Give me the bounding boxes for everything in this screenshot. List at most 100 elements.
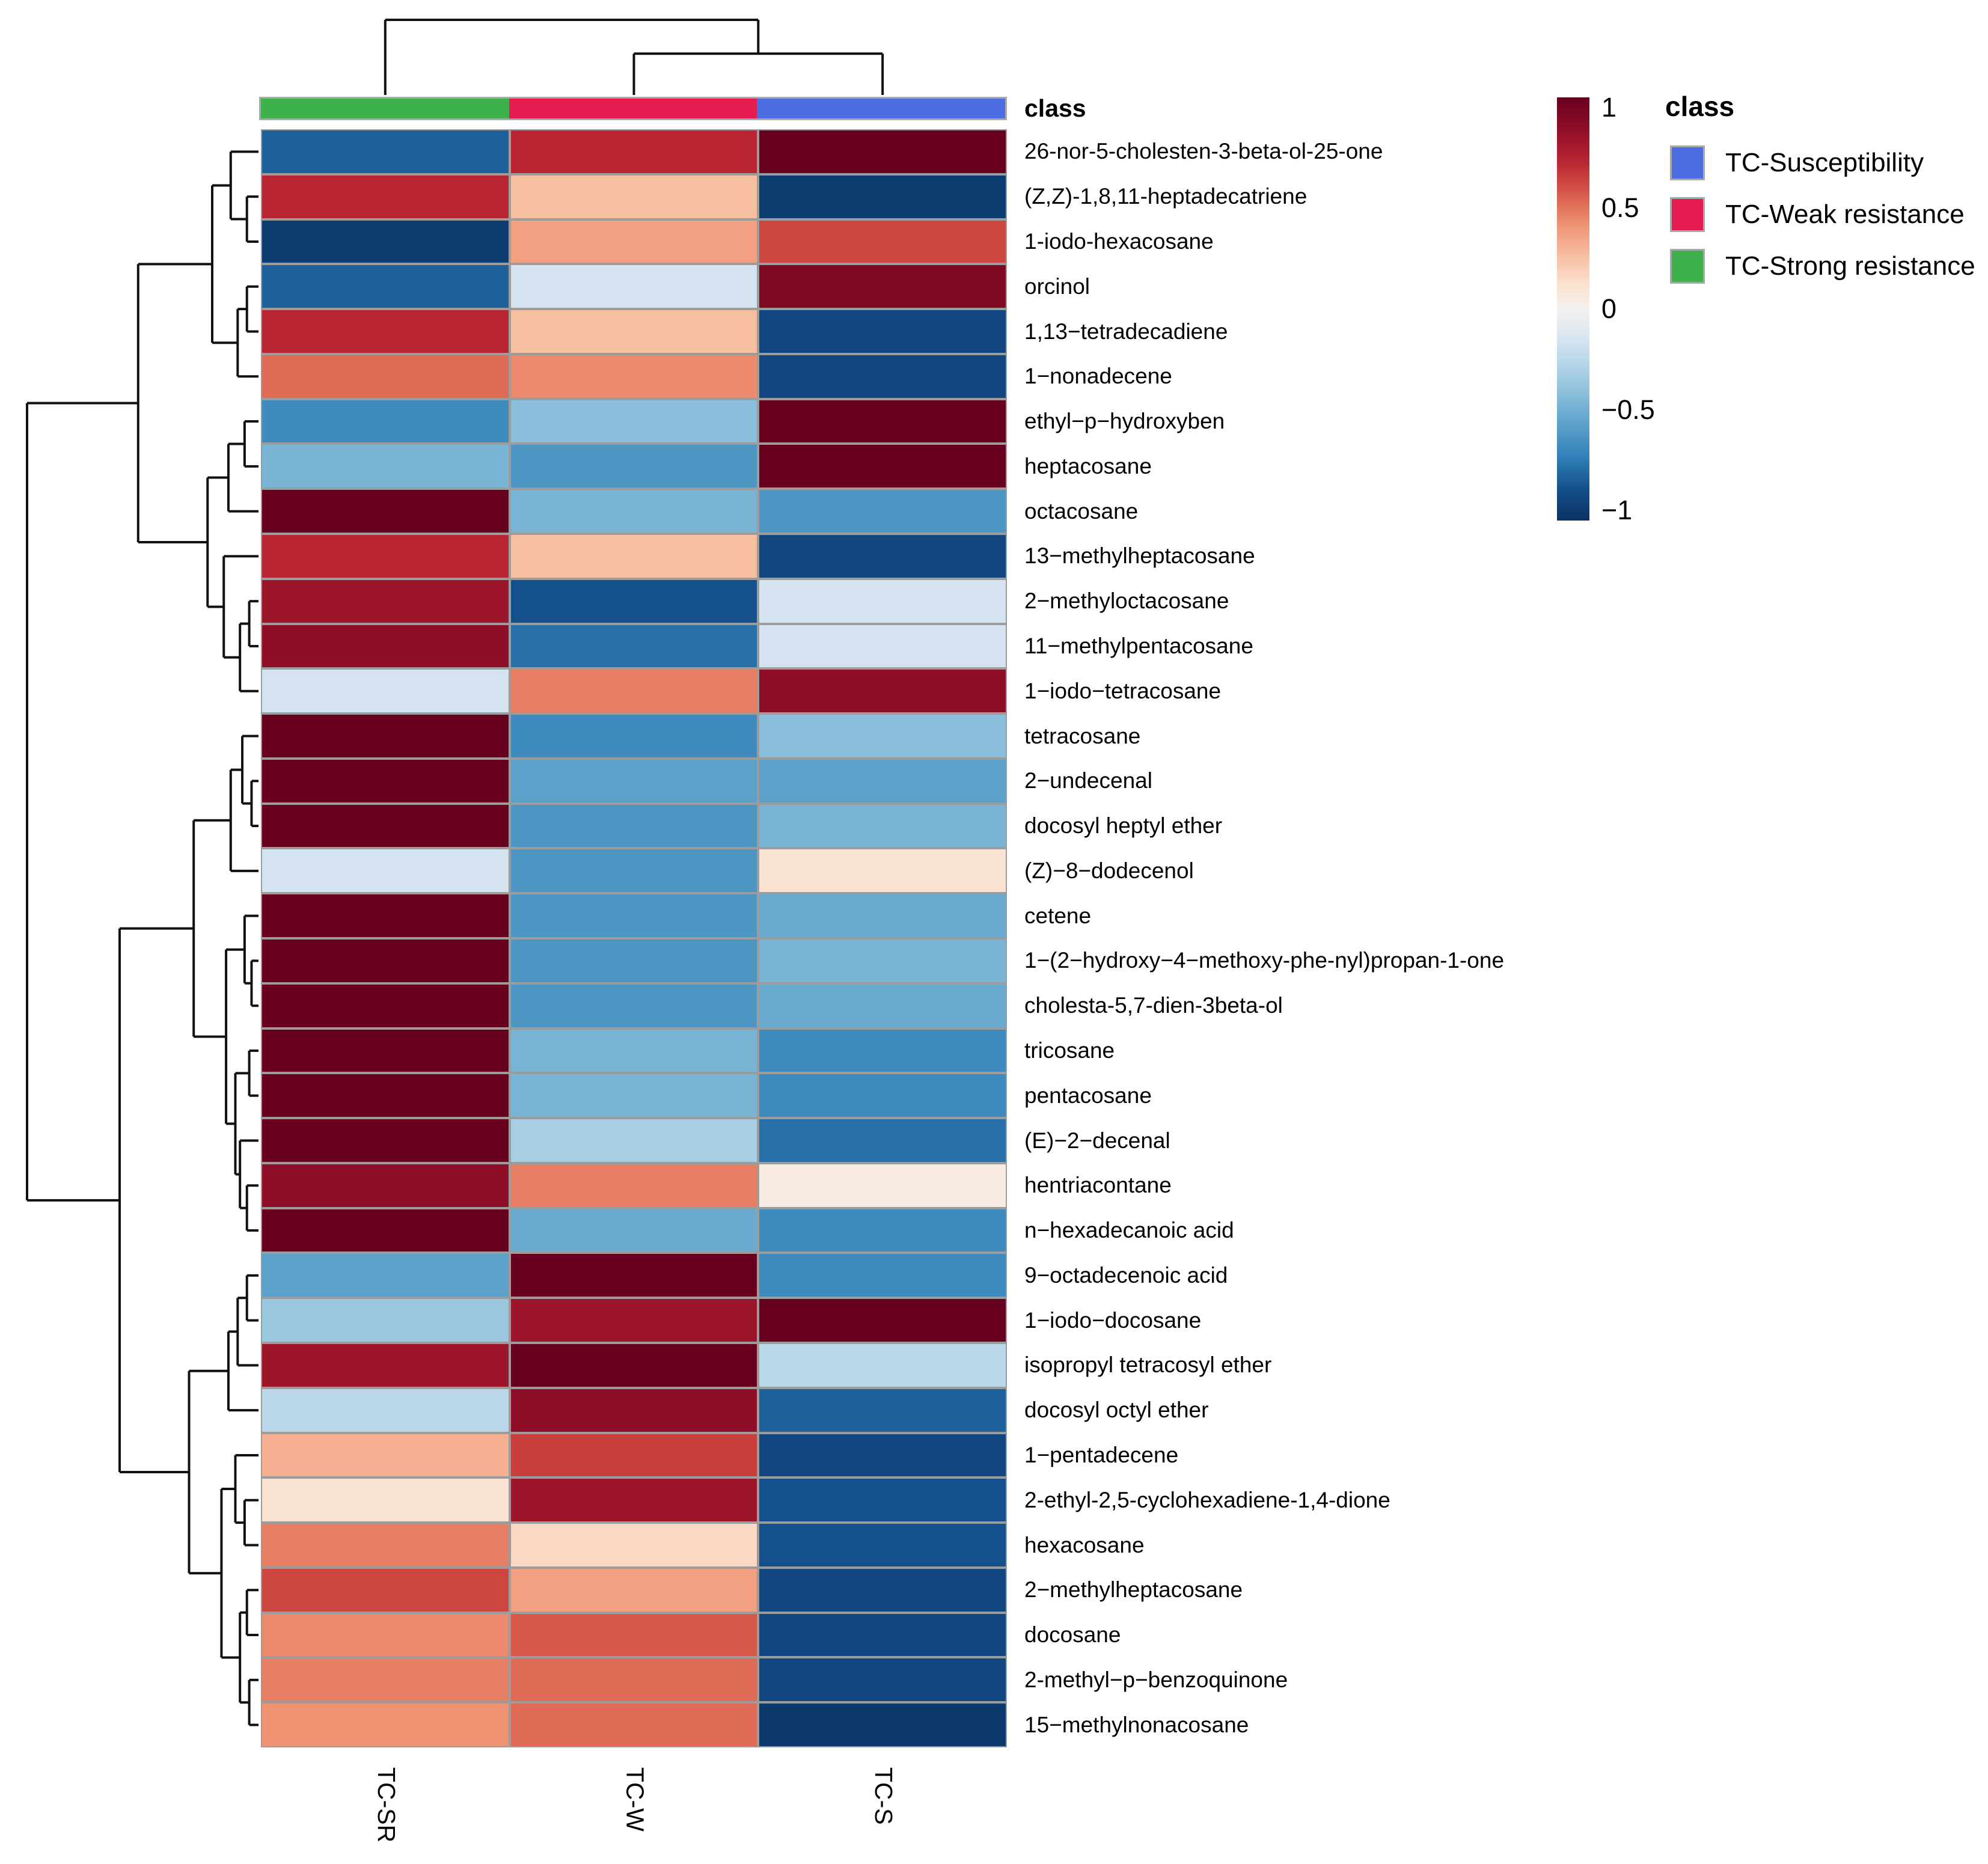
heatmap-cell (758, 1523, 1007, 1568)
heatmap-cell (509, 1253, 759, 1298)
heatmap-cell (261, 1073, 510, 1119)
row-label: hentriacontane (1024, 1173, 1172, 1198)
legend-item: TC-Weak resistance (1670, 197, 1988, 233)
row-label: 1-iodo-hexacosane (1024, 228, 1214, 254)
annotation-segment-TC-S (757, 99, 1006, 118)
heatmap-cell (509, 444, 759, 489)
heatmap-cell (758, 1298, 1007, 1343)
row-label: 9−octadecenoic acid (1024, 1262, 1228, 1288)
heatmap-cell (509, 1343, 759, 1388)
heatmap-cell (509, 399, 759, 444)
heatmap-cell (261, 668, 510, 714)
row-label: 11−methylpentacosane (1024, 633, 1253, 658)
heatmap-cell (509, 938, 759, 983)
heatmap-cell (509, 264, 759, 310)
row-label: 1−iodo−tetracosane (1024, 678, 1222, 703)
row-label: octacosane (1024, 498, 1139, 524)
heatmap-cell (261, 444, 510, 489)
heatmap-cell (509, 758, 759, 804)
heatmap-cell (758, 1612, 1007, 1658)
heatmap-cell (509, 1208, 759, 1253)
annotation-segment-TC-SR (261, 99, 509, 118)
row-labels: 26-nor-5-cholesten-3-beta-ol-25-one(Z,Z)… (1024, 129, 1926, 1747)
heatmap-cell (261, 129, 510, 174)
row-label: 1−nonadecene (1024, 364, 1172, 389)
row-label: cholesta-5,7-dien-3beta-ol (1024, 993, 1283, 1018)
legend-item: TC-Strong resistance (1670, 249, 1988, 285)
heatmap-cell (758, 174, 1007, 219)
heatmap-cell (261, 893, 510, 938)
row-label: tricosane (1024, 1038, 1115, 1063)
heatmap-cell (509, 1477, 759, 1523)
row-label: docosane (1024, 1622, 1121, 1648)
colorbar (1557, 97, 1589, 521)
heatmap-cell (509, 1702, 759, 1747)
row-label: heptacosane (1024, 453, 1152, 478)
heatmap-cell (261, 1657, 510, 1703)
heatmap-cell (261, 1343, 510, 1388)
row-label: 13−methylheptacosane (1024, 543, 1255, 569)
heatmap-cell (261, 938, 510, 983)
heatmap-cell (261, 803, 510, 849)
row-label: 2−undecenal (1024, 768, 1152, 793)
colorbar-tick-label: −0.5 (1601, 394, 1655, 425)
heatmap-cell (261, 534, 510, 579)
row-label: (E)−2−decenal (1024, 1128, 1170, 1153)
heatmap-cell (509, 803, 759, 849)
heatmap-cell (509, 623, 759, 669)
heatmap-cell (758, 1567, 1007, 1613)
legend-swatch (1670, 197, 1705, 232)
heatmap-cell (509, 1432, 759, 1478)
heatmap-cell (261, 489, 510, 534)
row-label: cetene (1024, 903, 1092, 928)
heatmap-cell (261, 1118, 510, 1163)
class-legend-title: class (1665, 91, 1735, 122)
heatmap-cell (509, 1387, 759, 1433)
heatmap-cell (261, 578, 510, 624)
heatmap-cell (758, 578, 1007, 624)
heatmap-cell (758, 1253, 1007, 1298)
heatmap-cell (509, 714, 759, 759)
heatmap-cell (758, 1208, 1007, 1253)
heatmap-cell (261, 1612, 510, 1658)
heatmap-cell (758, 714, 1007, 759)
heatmap-cell (509, 534, 759, 579)
heatmap-cell (758, 1163, 1007, 1208)
heatmap-cell (261, 1253, 510, 1298)
column-label-TC-SR: TC-SR (372, 1767, 400, 1843)
heatmap-cell (758, 1118, 1007, 1163)
colorbar-tick-label: 1 (1601, 91, 1617, 123)
heatmap-cell (261, 848, 510, 894)
heatmap-cell (261, 219, 510, 264)
heatmap-cell (758, 983, 1007, 1028)
legend-swatch (1670, 145, 1705, 180)
heatmap-cell (758, 1702, 1007, 1747)
heatmap-cell (509, 893, 759, 938)
row-label: 26-nor-5-cholesten-3-beta-ol-25-one (1024, 139, 1383, 164)
heatmap-cell (261, 264, 510, 310)
heatmap-cell (758, 938, 1007, 983)
heatmap-cell (758, 1387, 1007, 1433)
legend-item-label: TC-Weak resistance (1725, 200, 1965, 229)
heatmap-cell (261, 1477, 510, 1523)
heatmap-cell (509, 353, 759, 399)
legend-item: TC-Susceptibility (1670, 145, 1988, 182)
heatmap-cell (509, 848, 759, 894)
heatmap-cell (758, 668, 1007, 714)
heatmap-grid (261, 129, 1007, 1747)
legend-item-label: TC-Strong resistance (1725, 251, 1975, 281)
row-label: pentacosane (1024, 1083, 1152, 1108)
heatmap-cell (261, 1298, 510, 1343)
heatmap-cell (261, 174, 510, 219)
row-label: 15−methylnonacosane (1024, 1712, 1249, 1737)
heatmap-cell (758, 803, 1007, 849)
heatmap-cell (758, 1657, 1007, 1703)
heatmap-cell (509, 668, 759, 714)
row-label: 2-ethyl-2,5-cyclohexadiene-1,4-dione (1024, 1487, 1390, 1512)
heatmap-cell (261, 1523, 510, 1568)
heatmap-cell (758, 399, 1007, 444)
colorbar-tick-label: 0 (1601, 293, 1617, 324)
heatmap-cell (509, 174, 759, 219)
heatmap-cell (261, 309, 510, 354)
heatmap-cell (758, 1028, 1007, 1074)
